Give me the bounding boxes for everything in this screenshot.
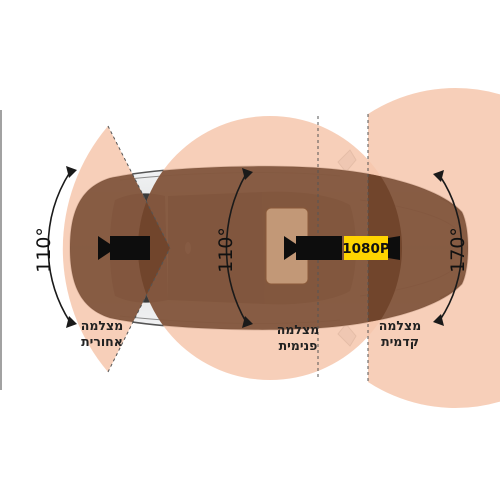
front-arrow-bottom [433,314,444,326]
cabin-camera-label-line1: מצלמה [277,322,319,337]
rear-arrow-top [66,166,77,178]
rear-camera-label-line2: אחורית [81,334,123,349]
rear-boundary-bottom [107,247,171,373]
arc-arrowheads [66,166,444,328]
front-arrow-top [433,170,444,182]
angle-arcs [47,171,463,323]
cabin-camera-label-line2: פנימית [279,338,318,353]
cabin-angle-arc [225,173,247,323]
rear-camera-icon [98,236,150,260]
rear-arrow-bottom [66,316,77,328]
cabin-arrow-bottom [242,316,253,328]
front-camera-icon: 1080P [342,236,400,260]
front-angle-arc [439,175,463,321]
resolution-label: 1080P [342,241,390,257]
front-camera-label-line1: מצלמה [379,318,421,333]
rear-boundary-top [107,125,171,249]
front-angle-label: 170° [447,227,469,273]
front-camera-label-line2: קדמית [381,334,419,349]
rear-angle-arc [47,171,71,323]
rear-angle-label: 110° [33,227,55,273]
cabin-angle-label: 110° [215,227,237,273]
rear-camera-label-line1: מצלמה [81,318,123,333]
resolution-badge [344,236,388,260]
cabin-arrow-top [242,168,253,180]
cabin-camera-icon [284,236,342,260]
